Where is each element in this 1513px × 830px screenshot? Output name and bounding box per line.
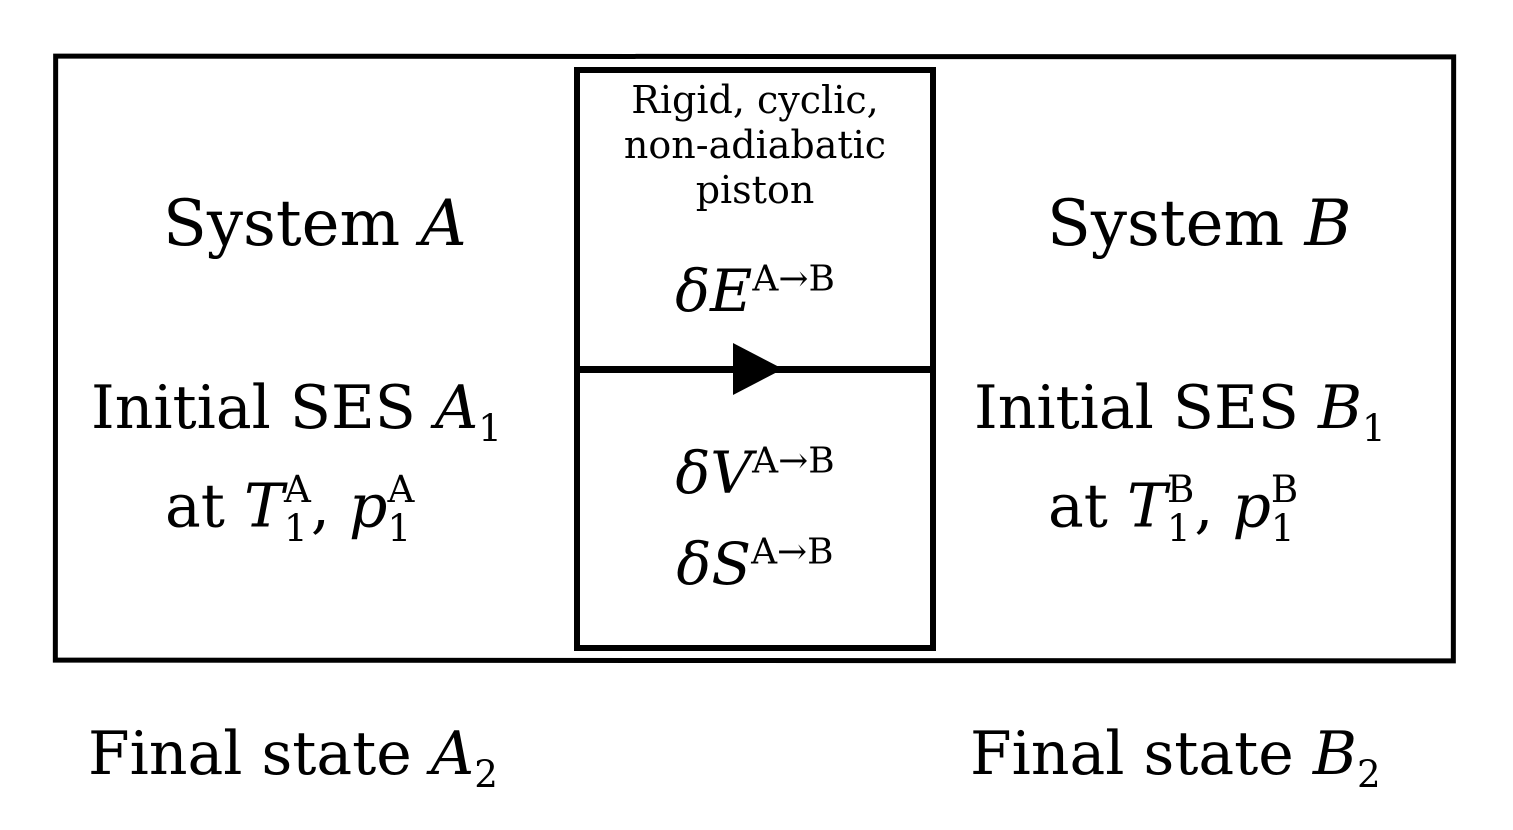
system-a-title: System A <box>163 187 467 261</box>
transfer-arrow-icon <box>733 343 783 395</box>
system-b-initial-state: Initial SES B1 <box>974 373 1386 450</box>
entropy-transfer-label: δSA→B <box>676 530 834 598</box>
system-b-title: System B <box>1047 187 1352 261</box>
energy-transfer-label: δEA→B <box>675 257 835 325</box>
volume-transfer-label: δVA→B <box>675 439 835 507</box>
system-a-final-state: Final state A2 <box>88 719 498 796</box>
system-a-initial-state: Initial SES A1 <box>91 373 502 450</box>
system-b-final-state: Final state B2 <box>970 719 1381 796</box>
piston-description: Rigid, cyclic, non-adiabatic piston <box>623 78 887 212</box>
